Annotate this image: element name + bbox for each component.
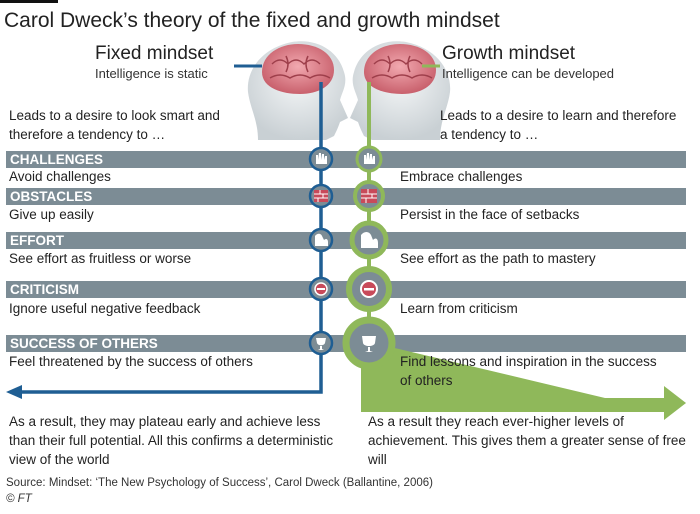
band-criticism — [6, 281, 686, 298]
growth-item-obstacles: Persist in the face of setbacks — [400, 207, 580, 222]
growth-head-icon — [350, 41, 451, 140]
band-obstacles — [6, 188, 686, 205]
page-title: Carol Dweck’s theory of the fixed and gr… — [4, 9, 500, 32]
growth-mindset-heading: Growth mindset — [442, 43, 576, 64]
growth-mindset-path — [361, 64, 686, 420]
fixed-item-obstacles: Give up easily — [9, 207, 94, 222]
category-label-challenges: CHALLENGES — [10, 152, 104, 167]
fixed-head-icon — [247, 41, 348, 140]
hand-icon — [316, 153, 375, 164]
category-label-effort: EFFORT — [10, 233, 64, 248]
no-entry-icon — [314, 280, 378, 298]
fixed-intro: Leads to a desire to look smart and ther… — [9, 108, 220, 142]
growth-item-success-of-others: Find lessons and inspiration in the succ… — [400, 354, 657, 388]
brick-wall-icon — [314, 189, 377, 203]
fixed-arrowhead — [6, 385, 22, 399]
title-rule — [0, 0, 58, 3]
growth-arrow — [361, 340, 686, 412]
growth-mindset-subheading: Intelligence can be developed — [442, 66, 615, 81]
band-effort — [6, 232, 686, 249]
growth-item-effort: See effort as the path to mastery — [400, 251, 596, 266]
growth-outcome: As a result they reach ever-higher level… — [368, 414, 686, 467]
growth-item-challenges: Embrace challenges — [400, 169, 523, 184]
growth-intro: Leads to a desire to learn and therefore… — [440, 108, 677, 142]
flexed-arm-icon — [315, 232, 378, 248]
fixed-mindset-subheading: Intelligence is static — [95, 66, 208, 81]
fixed-item-challenges: Avoid challenges — [9, 169, 111, 184]
growth-item-criticism: Learn from criticism — [400, 301, 518, 316]
trophy-icon — [316, 336, 376, 352]
fixed-mindset-heading: Fixed mindset — [95, 43, 214, 64]
category-bands — [6, 151, 686, 352]
fixed-item-effort: See effort as fruitless or worse — [9, 251, 192, 266]
fixed-item-success-of-others: Feel threatened by the success of others — [9, 354, 253, 369]
icon-glyphs — [314, 153, 378, 352]
source-note: Source: Mindset: ‘The New Psychology of … — [6, 477, 433, 489]
band-challenges — [6, 151, 686, 168]
fixed-item-criticism: Ignore useful negative feedback — [9, 301, 201, 316]
category-label-obstacles: OBSTACLES — [10, 189, 93, 204]
category-label-criticism: CRITICISM — [10, 282, 79, 297]
category-label-success-of-others: SUCCESS OF OTHERS — [10, 336, 158, 351]
credit: © FT — [6, 493, 32, 505]
fixed-outcome: As a result, they may plateau early and … — [9, 414, 334, 467]
